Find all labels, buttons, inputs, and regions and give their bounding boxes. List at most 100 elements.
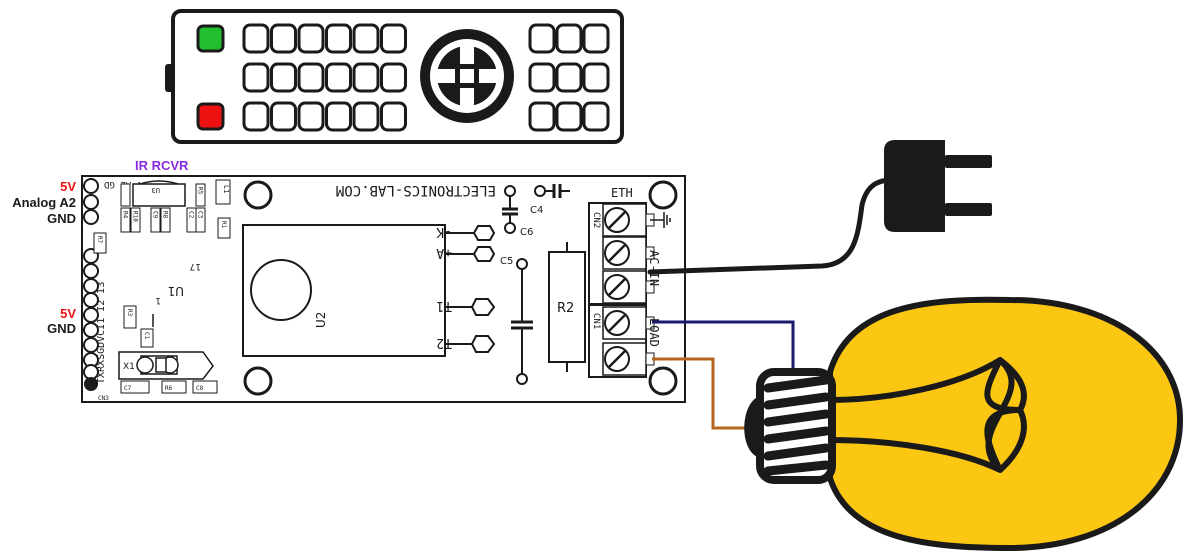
remote-key — [582, 23, 610, 54]
smd-part — [195, 183, 206, 207]
remote-key — [555, 101, 583, 132]
ir-receiver-u3: U3 — [120, 180, 206, 207]
c4-label: C4 — [530, 205, 543, 216]
remote-key — [242, 101, 270, 132]
header-pin-filled — [84, 377, 98, 391]
remote-key — [380, 23, 407, 54]
k-label: -K — [436, 224, 452, 239]
smd-part — [140, 328, 154, 348]
remote-key — [297, 101, 325, 132]
smd-part-label: C1 — [143, 332, 150, 340]
resistor-r2 — [548, 242, 586, 372]
remote-key — [380, 101, 407, 132]
cn2-label: CN2 — [591, 212, 601, 228]
capacitor-c-top — [534, 184, 570, 198]
terminal-blocks — [588, 202, 655, 378]
l1-inductor: L1 — [215, 179, 231, 205]
u2-label: U2 — [314, 312, 328, 328]
earth-symbol — [650, 212, 671, 228]
cn3-label: CN3 — [98, 395, 109, 402]
wire-blue — [652, 320, 795, 378]
t1-label: T1 — [436, 298, 452, 313]
u1-label: U1 — [168, 284, 184, 298]
smd-part — [93, 232, 107, 254]
remote-key — [380, 62, 407, 93]
smd-part-label: R8 — [162, 211, 169, 219]
remote-key — [270, 101, 297, 132]
remote-key — [270, 62, 297, 93]
power-plug-icon — [884, 140, 992, 232]
remote-key — [582, 101, 610, 132]
label-gnd-bottom: GND — [47, 321, 76, 336]
smd-part — [123, 305, 137, 329]
remote-key — [352, 23, 380, 54]
remote-key — [555, 62, 583, 93]
u3-label: U3 — [152, 186, 160, 194]
terminal-screw-slot — [608, 350, 626, 368]
remote-key — [242, 23, 270, 54]
smd-part — [217, 217, 231, 239]
light-bulb-icon — [744, 296, 1184, 552]
ac-power-cable — [647, 177, 895, 275]
smd-part-label: C2 — [188, 211, 195, 219]
mounting-hole — [648, 180, 678, 210]
remote-key — [555, 23, 583, 54]
crystal-x1: X1 — [118, 351, 214, 380]
remote-key — [242, 62, 270, 93]
remote-key — [325, 62, 352, 93]
eth-label: ETH — [611, 186, 633, 200]
remote-key — [528, 23, 556, 54]
remote-key — [528, 101, 556, 132]
label-5v-top: 5V — [60, 179, 76, 194]
label-gnd-top: GND — [47, 211, 76, 226]
terminal-screw-slot — [608, 211, 626, 229]
header-pin — [83, 209, 99, 225]
t2-label: T2 — [436, 335, 452, 350]
smd-part-label: R1 — [220, 221, 227, 229]
header-pin — [83, 263, 99, 279]
pad-t2 — [470, 335, 496, 353]
c5-label: C5 — [500, 256, 513, 267]
relay-u2: U2 — [242, 224, 446, 357]
smd-part — [130, 207, 141, 233]
capacitor-c5 — [511, 258, 533, 385]
x1-label: X1 — [123, 362, 135, 372]
ir-rcvr-label: IR RCVR — [135, 158, 189, 173]
smd-part — [160, 207, 171, 233]
wire-brown — [652, 357, 748, 430]
remote-keys — [242, 23, 610, 132]
r2-label: R2 — [557, 301, 574, 316]
remote-key — [297, 23, 325, 54]
l1-label: L1 — [222, 185, 230, 193]
smd-part-label: C3 — [197, 211, 204, 219]
remote-control-icon — [165, 9, 624, 144]
header-pin — [83, 194, 99, 210]
mounting-hole — [648, 366, 678, 396]
smd-part — [120, 207, 131, 233]
remote-key — [325, 101, 352, 132]
label-analog-a2: Analog A2 — [12, 195, 76, 210]
u1-pin17: 17 — [190, 261, 201, 271]
pins-bottom-silk: TXRXSGDVCI1 I2 I3 — [96, 282, 107, 384]
smd-part — [192, 380, 218, 394]
smd-part-label: C7 — [124, 385, 132, 392]
terminal-screw-slot — [608, 314, 626, 332]
cn1-label: CN1 — [591, 313, 601, 329]
pad-a — [472, 246, 496, 262]
remote-key — [582, 62, 610, 93]
remote-key — [352, 62, 380, 93]
smd-part — [150, 207, 161, 233]
header-pin — [83, 178, 99, 194]
label-5v-bottom: 5V — [60, 306, 76, 321]
smd-part-label: R7 — [96, 236, 103, 244]
smd-part-label: R3 — [126, 309, 133, 317]
pcb-board: 5V A2 GD TXRXSGDVCI1 I2 I3 CN3 U3 L1 R4R… — [81, 175, 686, 403]
remote-green-button — [196, 24, 225, 53]
pad-t1 — [470, 298, 496, 316]
smd-part — [195, 207, 206, 233]
remote-key — [528, 62, 556, 93]
a-label: +A — [436, 245, 452, 260]
ac-in-label: AC-IN — [647, 250, 661, 286]
